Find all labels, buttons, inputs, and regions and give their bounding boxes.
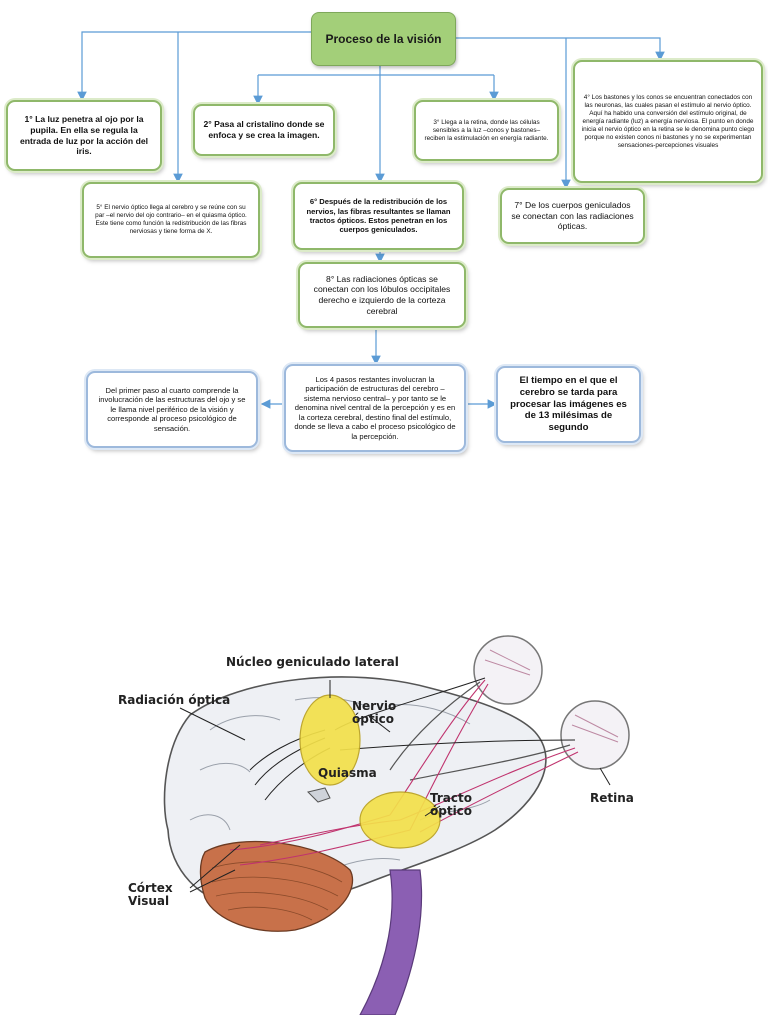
step-4-text: 4° Los bastones y los conos se encuentra…: [581, 93, 755, 149]
processing-time-text: El tiempo en el que el cerebro se tarda …: [510, 374, 627, 434]
step-5-box: 5° El nervio óptico llega al cerebro y s…: [82, 182, 260, 258]
peripheral-level-text: Del primer paso al cuarto comprende la i…: [98, 385, 246, 433]
step-4-box: 4° Los bastones y los conos se encuentra…: [573, 60, 763, 183]
step-7-text: 7° De los cuerpos geniculados se conecta…: [511, 199, 634, 232]
step-5-text: 5° El nervio óptico llega al cerebro y s…: [95, 204, 247, 235]
label-cortex-visual: Córtex Visual: [128, 881, 173, 908]
step-2-box: 2° Pasa al cristalino donde se enfoca y …: [193, 104, 335, 156]
connector-lines: [77, 31, 665, 409]
step-8-text: 8° Las radiaciones ópticas se conectan c…: [313, 273, 451, 316]
processing-time-box: El tiempo en el que el cerebro se tarda …: [496, 366, 641, 443]
step-8-box: 8° Las radiaciones ópticas se conectan c…: [298, 262, 466, 328]
step-3-box: 3° Llega a la retina, donde las células …: [414, 100, 559, 161]
step-3-text: 3° Llega a la retina, donde las células …: [424, 118, 549, 142]
step-6-box: 6° Después de la redistribución de los n…: [293, 182, 464, 250]
peripheral-level-box: Del primer paso al cuarto comprende la i…: [86, 371, 258, 448]
title: Proceso de la visión: [325, 32, 442, 46]
label-quiasma: Quiasma: [318, 766, 377, 780]
central-level-box: Los 4 pasos restantes involucran la part…: [284, 364, 466, 452]
label-radiacion-optica: Radiación óptica: [118, 693, 231, 707]
optic-tract-yellow: [359, 791, 441, 849]
left-eye: [473, 635, 543, 705]
title-box: Proceso de la visión: [311, 12, 456, 66]
brain-drawing: [163, 635, 630, 1016]
step-6-text: 6° Después de la redistribución de los n…: [306, 197, 451, 235]
chiasm-shape: [307, 787, 331, 803]
label-nervio-optico: Nervio óptico: [352, 699, 397, 726]
brainstem: [358, 869, 423, 1016]
label-retina: Retina: [590, 791, 634, 805]
step-2-text: 2° Pasa al cristalino donde se enfoca y …: [203, 119, 325, 140]
label-nucleo-geniculado: Núcleo geniculado lateral: [226, 655, 399, 669]
cerebellum: [199, 840, 354, 932]
label-tracto-optico: Tracto óptico: [430, 791, 473, 818]
central-level-text: Los 4 pasos restantes involucran la part…: [294, 374, 456, 441]
step-1-box: 1° La luz penetra al ojo por la pupila. …: [6, 100, 162, 171]
step-1-text: 1° La luz penetra al ojo por la pupila. …: [20, 114, 148, 157]
right-eye: [560, 700, 630, 770]
step-7-box: 7° De los cuerpos geniculados se conecta…: [500, 188, 645, 244]
visual-pathway-illustration: Núcleo geniculado lateral Radiación ópti…: [90, 620, 650, 1016]
